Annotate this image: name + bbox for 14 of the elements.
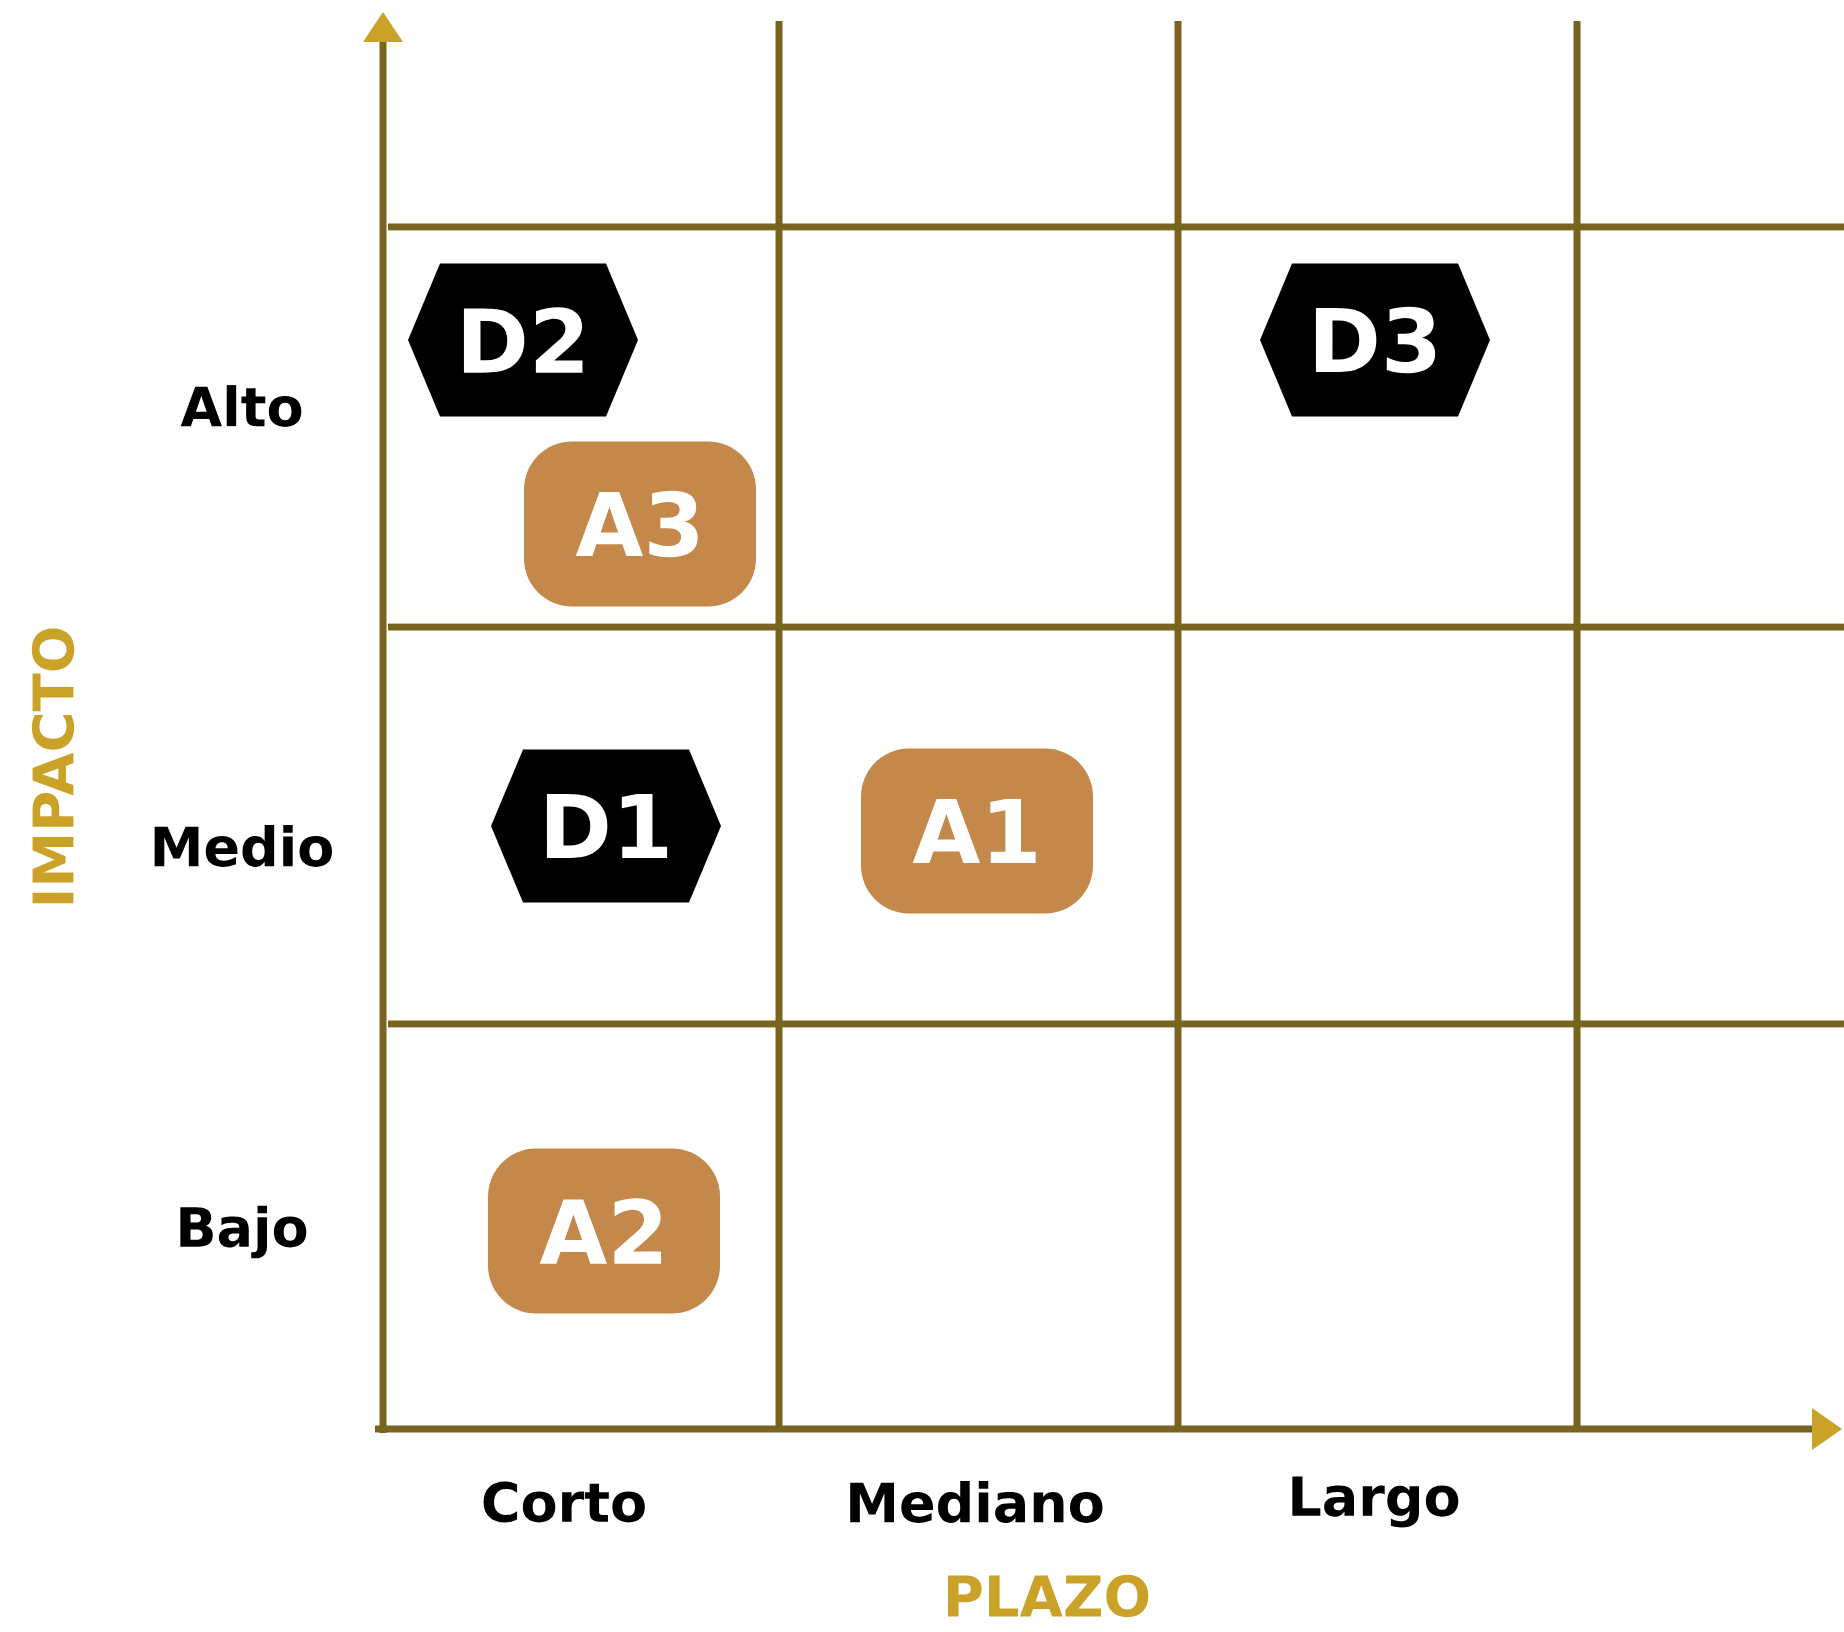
axis-title: IMPACTO: [31, 628, 75, 904]
rounded-badge: A2: [488, 1148, 720, 1314]
row-label: Bajo: [180, 1205, 307, 1259]
rounded-badge: A1: [861, 748, 1093, 914]
hexagon-badge: D2: [408, 263, 638, 417]
rounded-badge: A3: [524, 441, 756, 607]
column-label: Mediano: [850, 1481, 1103, 1523]
row-label: Alto: [180, 385, 302, 427]
column-label: Corto: [483, 1481, 645, 1523]
hexagon-badge: D1: [491, 749, 721, 903]
column-label: Largo: [1292, 1476, 1459, 1528]
row-label: Medio: [154, 825, 332, 867]
axis-title: PLAZO: [948, 1574, 1149, 1618]
hexagon-badge: D3: [1260, 263, 1490, 417]
